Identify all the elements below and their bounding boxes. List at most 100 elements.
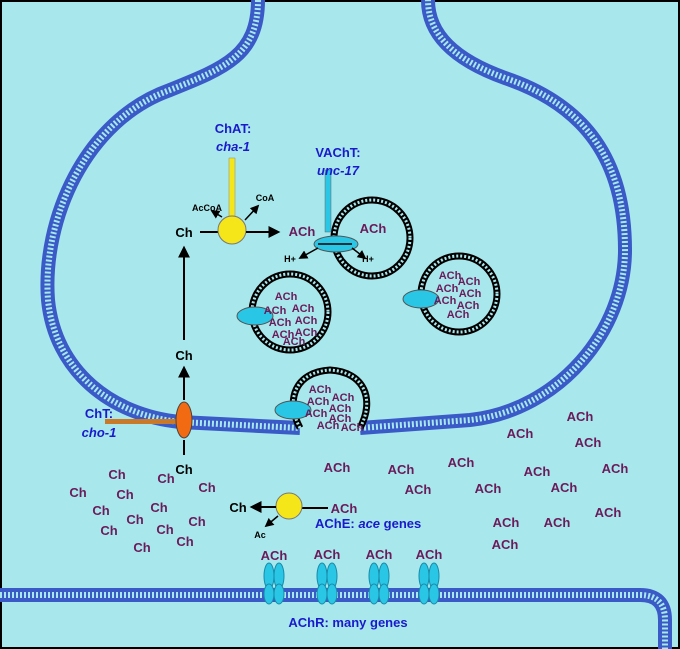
- cleft-ch: Ch: [100, 523, 117, 538]
- vesicle-vacht: [330, 196, 414, 280]
- vesicle-ach: ACh: [272, 329, 295, 341]
- vesicle-ach: ACh: [329, 413, 352, 425]
- cleft-ach: ACh: [551, 480, 578, 495]
- cht-gene: cho-1: [82, 425, 117, 440]
- cleft-ch: Ch: [157, 471, 174, 486]
- vesicle-ach: ACh: [309, 384, 332, 396]
- cleft-ach: ACh: [475, 481, 502, 496]
- cleft-ch: Ch: [176, 534, 193, 549]
- vesicle-ach: ACh: [332, 392, 355, 404]
- ach-in-vesicle: ACh: [360, 221, 387, 236]
- vesicle-ach: ACh: [275, 291, 298, 303]
- cleft-ach: ACh: [507, 426, 534, 441]
- receptor-ach: ACh: [261, 548, 288, 563]
- cleft-ach: ACh: [492, 537, 519, 552]
- vesicle-ach: ACh: [295, 315, 318, 327]
- cleft-ach: ACh: [493, 515, 520, 530]
- cht-title: ChT:: [85, 406, 113, 421]
- cleft-ch: Ch: [108, 467, 125, 482]
- achr-receptor: [316, 562, 338, 605]
- vesicle-ach: ACh: [447, 309, 470, 321]
- presynaptic-membrane: [40, 0, 633, 435]
- achr-receptor: [418, 562, 440, 605]
- receptor-ach: ACh: [416, 547, 443, 562]
- ach-product: ACh: [289, 224, 316, 239]
- vesicle-ach: ACh: [341, 422, 364, 434]
- cleft-ch: Ch: [156, 522, 173, 537]
- receptor-ach: ACh: [314, 547, 341, 562]
- receptor-ach: ACh: [366, 547, 393, 562]
- vesicle-ach: ACh: [434, 295, 457, 307]
- cleft-ach: ACh: [595, 505, 622, 520]
- ache-enzyme: [249, 492, 328, 528]
- ache-suffix: genes: [380, 516, 421, 531]
- cleft-ach: ACh: [448, 455, 475, 470]
- coa-label: CoA: [256, 193, 275, 203]
- h-plus-in: H+: [362, 254, 374, 264]
- vesicle-ach: ACh: [457, 300, 480, 312]
- cleft-ach: ACh: [567, 409, 594, 424]
- vesicle-ach: ACh: [307, 396, 330, 408]
- vacht-title: VAChT:: [315, 145, 360, 160]
- vacht-transporter: [298, 169, 367, 260]
- cleft-ch: Ch: [188, 514, 205, 529]
- achr-receptor: [263, 562, 285, 605]
- h-plus-out: H+: [284, 254, 296, 264]
- vesicle-3-contents: ACh ACh ACh ACh ACh ACh ACh: [434, 270, 482, 321]
- vesicle-ach: ACh: [329, 403, 352, 415]
- cleft-ach-substrate: ACh: [331, 501, 358, 516]
- ache-product-ac: Ac: [254, 530, 266, 540]
- ache-gene: ace: [358, 516, 380, 531]
- vesicle-ach: ACh: [436, 283, 459, 295]
- cleft-ach: ACh: [388, 462, 415, 477]
- ch-reactant: Ch: [175, 225, 192, 240]
- vacht-on-vesicle-3: [402, 289, 440, 309]
- ache-label: AChE: ace genes: [315, 516, 421, 531]
- ache-product-ch: Ch: [229, 500, 246, 515]
- cleft-ch: Ch: [133, 540, 150, 555]
- vacht-gene: unc-17: [317, 163, 360, 178]
- acoa-label: AcCoA: [192, 203, 223, 213]
- ache-prefix: AChE:: [315, 516, 358, 531]
- cleft-ach: ACh: [405, 482, 432, 497]
- cleft-ch: Ch: [92, 503, 109, 518]
- vesicle-ach: ACh: [292, 303, 315, 315]
- cleft-ach: ACh: [524, 464, 551, 479]
- achr-label: AChR: many genes: [288, 615, 407, 630]
- achr-receptor: [368, 562, 390, 605]
- chat-title: ChAT:: [215, 121, 252, 136]
- cleft-ach: ACh: [324, 460, 351, 475]
- ch-cleft-entry: Ch: [175, 462, 192, 477]
- vesicle-ach: ACh: [439, 270, 462, 282]
- cleft-ach: ACh: [544, 515, 571, 530]
- vesicle-2-contents: ACh ACh ACh ACh ACh ACh ACh ACh: [264, 291, 318, 348]
- cleft-ch: Ch: [198, 480, 215, 495]
- chat-enzyme: [200, 157, 281, 245]
- vesicle-fusing-contents: ACh ACh ACh ACh ACh ACh ACh ACh: [305, 384, 364, 434]
- vacht-on-vesicle-fusing: [274, 400, 312, 420]
- vacht-on-vesicle-2: [236, 306, 274, 326]
- vesicle-ach: ACh: [264, 305, 287, 317]
- achr-receptors: [263, 562, 440, 605]
- vesicle-ach: ACh: [295, 327, 318, 339]
- postsynaptic-membrane: [0, 588, 672, 649]
- vesicle-ach: ACh: [283, 336, 306, 348]
- cht-transporter: [105, 245, 193, 455]
- cleft-ch: Ch: [69, 485, 86, 500]
- vesicle-ach: ACh: [269, 317, 292, 329]
- vesicle-ach: ACh: [458, 276, 481, 288]
- ch-upper: Ch: [175, 348, 192, 363]
- cleft-ch: Ch: [150, 500, 167, 515]
- cleft-ach: ACh: [575, 435, 602, 450]
- chat-gene: cha-1: [216, 139, 250, 154]
- cleft-ach: ACh: [602, 461, 629, 476]
- vesicle-ach: ACh: [317, 420, 340, 432]
- vesicle-3: [417, 252, 501, 336]
- cleft-ach-molecules: ACh ACh ACh ACh ACh ACh ACh ACh ACh ACh …: [324, 409, 629, 552]
- cleft-ch: Ch: [126, 512, 143, 527]
- cleft-ch-molecules: Ch Ch Ch Ch Ch Ch Ch Ch Ch Ch Ch Ch Ch: [69, 467, 215, 555]
- vesicle-ach: ACh: [305, 408, 328, 420]
